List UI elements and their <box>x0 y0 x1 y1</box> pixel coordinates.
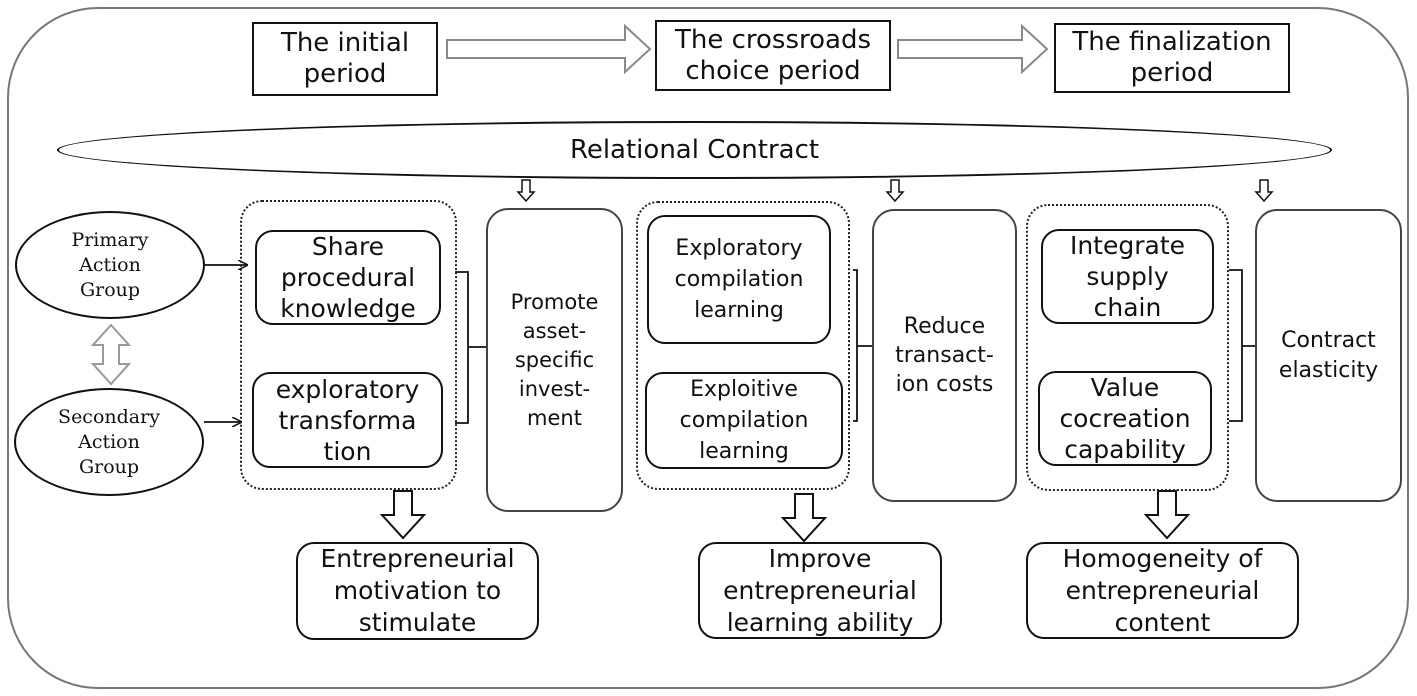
reduce-costs-label: Reduce transact- ion costs <box>895 314 994 397</box>
outer-frame <box>7 7 1409 689</box>
contract-down-arrow-3 <box>1254 179 1274 203</box>
exploratory-learning-box: Exploratory compilation learning <box>647 215 831 344</box>
integrate-supply-chain-box: Integrate supply chain <box>1041 229 1214 324</box>
promote-investment-label: Promote asset- specific invest- ment <box>510 289 599 430</box>
stage2-outcome-arrow <box>780 493 828 543</box>
primary-action-group: Primary Action Group <box>15 211 205 319</box>
secondary-action-group: Secondary Action Group <box>14 388 204 496</box>
period-finalization-label: The finalization period <box>1072 27 1272 88</box>
period-arrow-1 <box>446 23 652 75</box>
secondary-action-group-label: Secondary Action Group <box>58 405 160 478</box>
period-crossroads: The crossroads choice period <box>655 20 891 91</box>
primary-action-group-label: Primary Action Group <box>71 228 149 301</box>
groups-double-arrow <box>90 323 132 386</box>
relational-contract-ellipse: Relational Contract <box>57 121 1332 179</box>
integrate-supply-chain-label: Integrate supply chain <box>1069 231 1186 322</box>
contract-elasticity-box: Contract elasticity <box>1255 209 1402 502</box>
share-procedural-knowledge-label: Share procedural knowledge <box>280 232 416 323</box>
stage2-group-frame <box>636 201 850 490</box>
period-finalization: The finalization period <box>1054 23 1290 93</box>
stage3-outcome-box: Homogeneity of entrepreneurial content <box>1026 542 1299 639</box>
exploitive-learning-box: Exploitive compilation learning <box>645 372 843 469</box>
stage3-outcome-label: Homogeneity of entrepreneurial content <box>1062 543 1263 637</box>
contract-down-arrow-1 <box>516 179 536 203</box>
stage2-outcome-box: Improve entrepreneurial learning ability <box>698 542 942 639</box>
value-cocreation-label: Value cocreation capability <box>1059 373 1191 464</box>
share-procedural-knowledge-box: Share procedural knowledge <box>255 230 441 325</box>
stage2-outcome-label: Improve entrepreneurial learning ability <box>723 543 917 637</box>
exploratory-transformation-box: exploratory transforma tion <box>252 372 443 468</box>
exploitive-learning-label: Exploitive compilation learning <box>679 377 809 464</box>
relational-contract-label: Relational Contract <box>569 135 820 165</box>
stage1-outcome-arrow <box>379 490 427 540</box>
exploratory-learning-label: Exploratory compilation learning <box>674 236 804 323</box>
stage3-group-frame <box>1026 204 1229 491</box>
stage1-group-frame <box>240 200 457 490</box>
exploratory-transformation-label: exploratory transforma tion <box>275 374 420 466</box>
stage1-outcome-label: Entrepreneurial motivation to stimulate <box>320 544 515 637</box>
stage3-bracket <box>1229 269 1256 422</box>
stage2-bracket <box>853 269 872 422</box>
stage1-bracket <box>455 271 486 424</box>
stage3-outcome-arrow <box>1143 490 1191 540</box>
reduce-costs-box: Reduce transact- ion costs <box>872 209 1017 502</box>
period-initial-label: The initial period <box>280 28 410 89</box>
contract-elasticity-label: Contract elasticity <box>1278 327 1379 383</box>
value-cocreation-box: Value cocreation capability <box>1038 371 1212 466</box>
period-arrow-2 <box>897 23 1049 75</box>
contract-down-arrow-2 <box>885 179 905 203</box>
period-initial: The initial period <box>252 22 438 96</box>
promote-investment-box: Promote asset- specific invest- ment <box>486 208 623 512</box>
stage1-outcome-box: Entrepreneurial motivation to stimulate <box>296 542 539 640</box>
period-crossroads-label: The crossroads choice period <box>674 24 872 86</box>
